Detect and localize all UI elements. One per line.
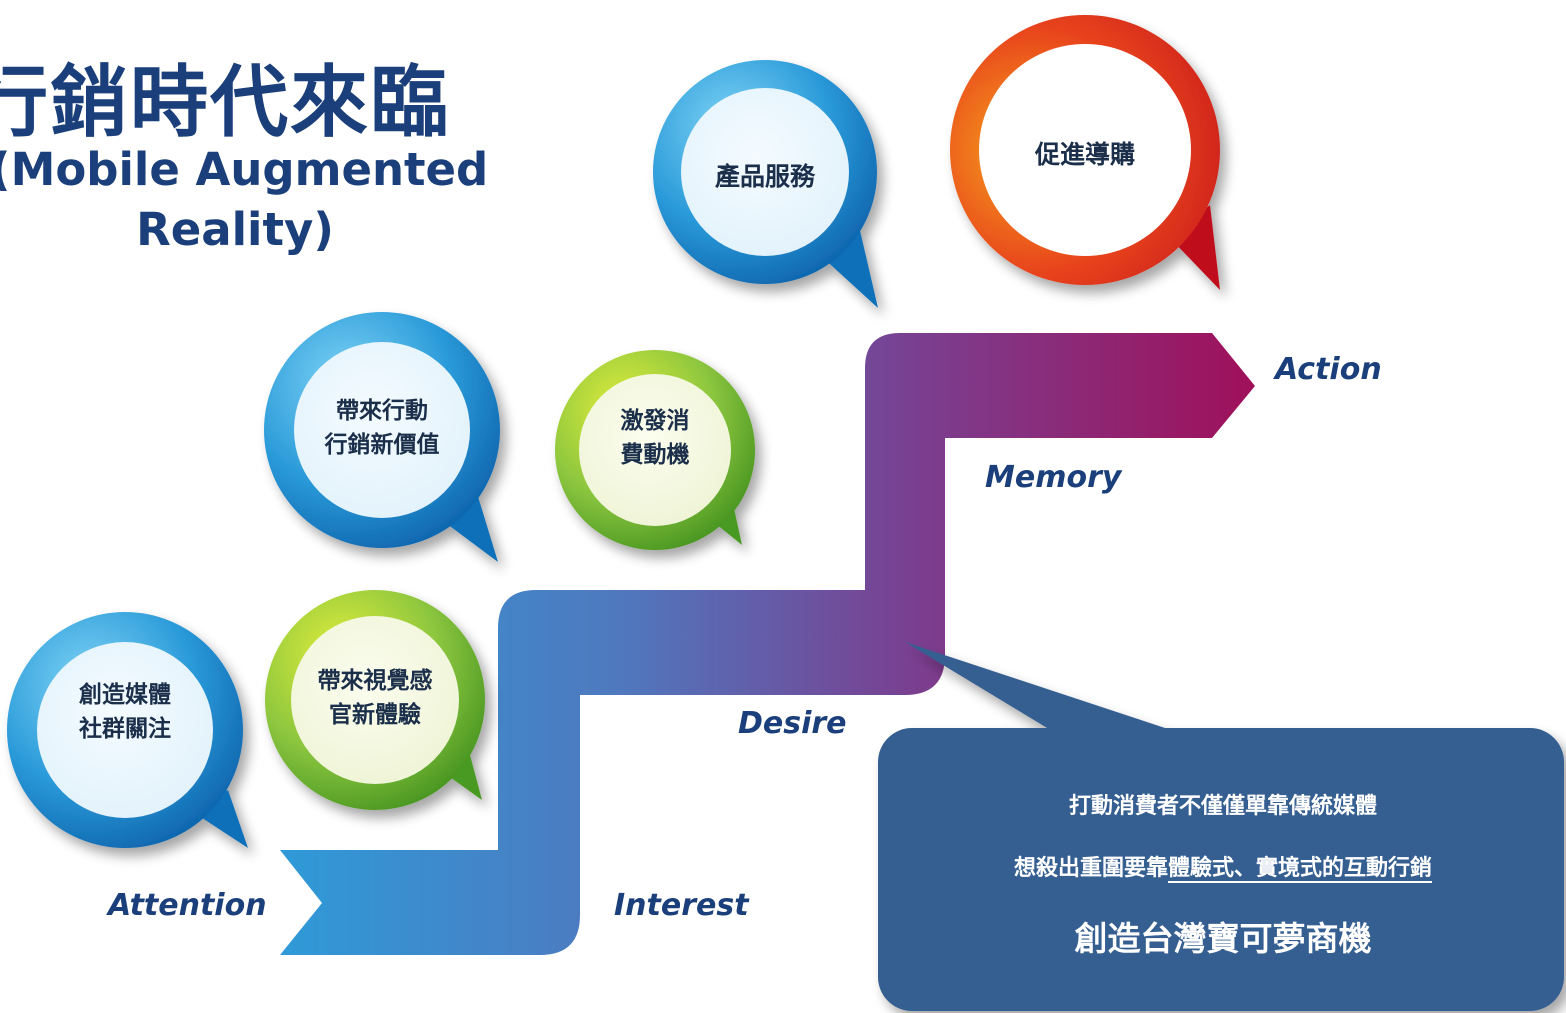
stage-label-interest: Interest bbox=[614, 888, 749, 923]
bubble-create-media bbox=[7, 612, 248, 848]
bubble-text-promote-purchase: 促進導購 bbox=[1034, 140, 1135, 169]
bubble-text-product-service: 產品服務 bbox=[714, 162, 815, 191]
bubble-text-mobile-value: 帶來行動 行銷新價值 bbox=[297, 394, 467, 462]
callout-line-1: 打動消費者不僅僅單靠傳統媒體 bbox=[1068, 794, 1377, 819]
bubble-motivation bbox=[555, 350, 755, 550]
page-title: 行銷時代來臨 bbox=[0, 58, 451, 148]
bubble-promote-purchase bbox=[950, 15, 1220, 290]
stage-label-memory: Memory bbox=[985, 460, 1122, 495]
subtitle-line-2: Reality) bbox=[136, 203, 334, 256]
bubble-text-line: 帶來行動 bbox=[336, 398, 428, 424]
bubble-text-visual-experience: 帶來視覺感 官新體驗 bbox=[290, 664, 460, 732]
page-subtitle: (Mobile Augmented Reality) bbox=[0, 140, 489, 260]
callout-box bbox=[878, 642, 1564, 1011]
subtitle-line-1: (Mobile Augmented bbox=[0, 143, 489, 196]
bubble-text-line: 激發消 bbox=[620, 408, 690, 434]
bubble-text-line: 官新體驗 bbox=[329, 702, 421, 728]
stage-label-attention: Attention bbox=[108, 888, 267, 923]
callout-line-2-plain: 想殺出重圍要靠 bbox=[1013, 856, 1168, 881]
bubble-text-line: 創造媒體 bbox=[79, 682, 171, 708]
bubble-text-line: 費動機 bbox=[620, 442, 690, 468]
bubble-text-line: 社群關注 bbox=[79, 716, 171, 742]
bubble-text-create-media: 創造媒體 社群關注 bbox=[45, 678, 205, 746]
bubble-text-line: 帶來視覺感 bbox=[317, 668, 433, 694]
bubble-mobile-value bbox=[264, 312, 500, 562]
staircase-arrow-icon bbox=[280, 333, 1255, 955]
callout-line-2: 想殺出重圍要靠體驗式、實境式的互動行銷 bbox=[880, 850, 1566, 882]
bubble-product-service bbox=[653, 60, 878, 308]
bubble-visual-experience bbox=[265, 590, 485, 810]
callout-line-2-underlined: 體驗式、實境式的互動行銷 bbox=[1168, 856, 1433, 881]
callout-line-3: 創造台灣寶可夢商機 bbox=[1074, 919, 1372, 958]
stage-label-desire: Desire bbox=[738, 706, 847, 741]
stage-label-action: Action bbox=[1275, 352, 1382, 387]
bubble-text-motivation: 激發消 費動機 bbox=[585, 404, 725, 472]
bubble-text-line: 行銷新價值 bbox=[324, 432, 440, 458]
